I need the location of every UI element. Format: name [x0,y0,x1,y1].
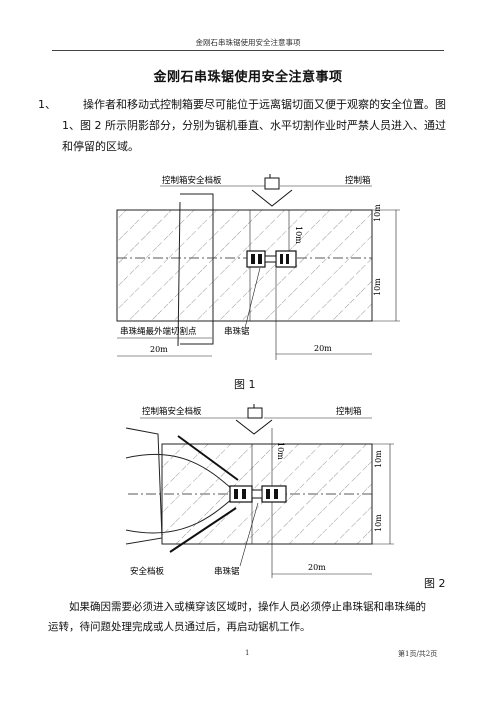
figure-1-dim-center: 10m [294,226,303,244]
paragraph-2: 如果确因需要必须进入或横穿该区域时，操作人员必须停止串珠锯和串珠绳的 运转，待问… [48,597,468,637]
figure-1-dim-right: 20m [314,344,332,353]
item-1-line-3: 和停留的区域。 [62,140,139,153]
item-1-line-2: 1、图 2 所示阴影部分，分别为锯机垂直、水平切割作业时严禁人员进入、通过 [62,119,446,132]
figure-1-caption: 图 1 [234,378,256,391]
figure-1-diagram: 控制箱安全档板 控制箱 10m 10m 10m 串珠绳最外端切割点 串珠锯 20… [116,174,400,360]
item-1-line-1: 操作者和移动式控制箱要尽可能位于远离锯切面又便于观察的安全位置。图 [83,98,446,111]
paragraph-2-line-2: 运转，待问题处理完成或人员通过后，再启动锯机工作。 [48,621,311,633]
item-1-number: 1、 [38,98,56,111]
figure-1-control-box-icon [251,174,293,207]
figure-2-upper-guard-board [177,435,239,481]
figure-2-label-control-box: 控制箱 [336,406,362,417]
figure-2-control-box-icon [235,404,273,435]
figure-1-saw [246,250,297,268]
footer-page-number: 1 [245,649,250,657]
figure-1-guard-board [177,201,181,347]
figure-2-saw [229,485,287,503]
figure-1-dim-top: 10m [373,204,382,222]
figure-1-dim-left: 20m [150,345,168,354]
running-header: 金刚石串珠锯使用安全注意事项 [195,38,301,47]
footer-page-of: 第1页/共2页 [398,650,438,658]
figure-2-dim-center: 10m [276,442,285,460]
header-rule [52,50,444,51]
figure-1-label-rope-point: 串珠绳最外端切割点 [120,326,197,337]
figure-2-dim-bottom: 20m [308,563,326,572]
figure-1-label-saw: 串珠锯 [224,326,250,337]
figure-2-caption: 图 2 [424,577,446,590]
figure-2-lower-guard-board [169,507,237,553]
figure-1-label-guard-board: 控制箱安全档板 [162,175,222,186]
figure-2-diagram: 控制箱安全档板 控制箱 10m 10m 10m 安全档板 串珠锯 20m [125,404,394,578]
figure-2-dim-top: 10m [374,450,383,468]
figure-2-dim-bottom-side: 10m [374,514,383,532]
paragraph-2-line-1: 如果确因需要必须进入或横穿该区域时，操作人员必须停止串珠锯和串珠绳的 [69,601,426,613]
figure-2-label-guard-board-bottom: 安全档板 [130,566,165,577]
figure-1-danger-zone [116,209,373,322]
figure-2-label-saw: 串珠锯 [214,566,240,577]
figure-2-label-guard-board-top: 控制箱安全档板 [142,406,202,417]
document-title: 金刚石串珠锯使用安全注意事项 [153,70,343,85]
figure-1-label-control-box: 控制箱 [345,175,371,186]
figure-1-dim-bottom: 10m [373,278,382,296]
